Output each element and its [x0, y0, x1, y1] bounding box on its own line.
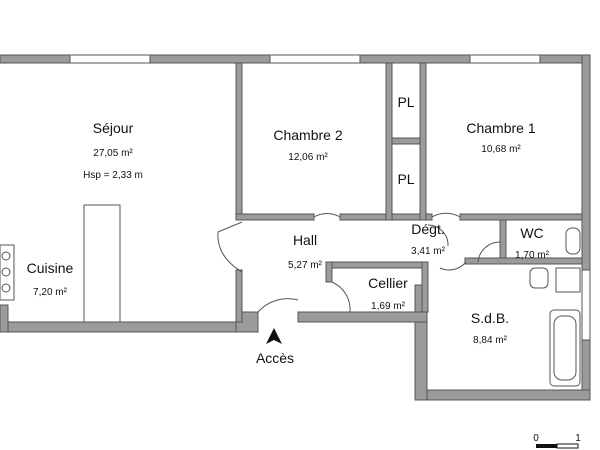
window-chambre1: [469, 54, 541, 64]
door-sejour: [217, 221, 243, 273]
window-sejour: [69, 54, 151, 64]
bathtub-icon: [549, 309, 581, 387]
room-area-cellier: 1,69 m²: [371, 301, 406, 312]
wall-bottom-right: [414, 389, 591, 401]
window-chambre2: [269, 54, 361, 64]
room-name-chambre1: Chambre 1: [466, 120, 535, 136]
room-name-hall: Hall: [293, 232, 317, 248]
room-name-sejour: Séjour: [93, 120, 134, 136]
scale-end-label: 1: [575, 433, 581, 444]
sink-icon: [555, 267, 581, 293]
room-name-degt: Dégt.: [411, 221, 444, 237]
windows: [69, 54, 591, 341]
room-area-hall: 5,27 m²: [288, 260, 323, 271]
wall-chambre2-bottom-left: [235, 213, 315, 221]
room-name-sdb: S.d.B.: [471, 310, 509, 326]
door-entrance: [257, 298, 299, 313]
wall-left-stub: [0, 304, 9, 333]
room-area-chambre2: 12,06 m²: [288, 152, 328, 163]
room-name-pl-bottom: PL: [397, 171, 414, 187]
wall-pl-divider: [391, 137, 421, 145]
wall-cellier-top: [327, 261, 429, 269]
scale-segment-dark: [536, 444, 557, 448]
entrance-label: Accès: [256, 350, 294, 366]
room-area-wc: 1,70 m²: [515, 250, 550, 261]
kitchen-counter: [83, 204, 121, 323]
wall-wc-bottom: [464, 257, 583, 265]
wall-hall-left: [235, 269, 243, 323]
door-chambre2: [313, 213, 341, 218]
wall-right: [581, 54, 591, 401]
room-area-sdb: 8,84 m²: [473, 335, 508, 346]
wall-sejour-chambre2: [235, 62, 243, 221]
door-sdb: [439, 261, 467, 271]
room-name-cuisine: Cuisine: [27, 260, 74, 276]
door-chambre1: [431, 212, 461, 218]
doors: [217, 212, 501, 313]
wall-chambre2-pl: [385, 62, 393, 221]
scale-segment-light: [556, 443, 579, 449]
room-area-chambre1: 10,68 m²: [481, 144, 521, 155]
door-wc: [477, 241, 501, 263]
kitchen-hob: [0, 244, 15, 301]
burner-icon: [1, 267, 11, 277]
wall-wc-left: [499, 219, 507, 263]
room-name-cellier: Cellier: [368, 275, 408, 291]
room-area-sejour: 27,05 m²: [93, 148, 133, 159]
door-degt: [427, 224, 449, 247]
wall-cellier-right: [421, 261, 429, 313]
entrance-arrow-icon: [266, 328, 282, 344]
door-cellier: [331, 281, 351, 313]
toilet-icon: [565, 227, 581, 255]
fixtures: [0, 227, 581, 387]
wall-bottom-left: [0, 321, 259, 333]
burner-icon: [1, 251, 11, 261]
scale-start-label: 0: [533, 433, 539, 444]
washbasin-icon: [529, 267, 549, 289]
wall-cellier-left: [325, 261, 333, 283]
room-name-pl-top: PL: [397, 94, 414, 110]
burner-icon: [1, 283, 11, 293]
wall-chambre1-bottom: [459, 213, 583, 221]
walls: [0, 54, 591, 401]
room-height-sejour: Hsp = 2,33 m: [83, 170, 143, 181]
wall-pl-right: [419, 62, 427, 221]
room-name-chambre2: Chambre 2: [273, 127, 342, 143]
labels: Séjour 27,05 m² Hsp = 2,33 m Chambre 2 1…: [27, 94, 550, 366]
bathtub-inner: [553, 315, 577, 381]
wall-bottom-middle: [297, 311, 428, 323]
window-sdb: [581, 269, 591, 341]
scale-bar: 0 1: [533, 433, 581, 449]
room-area-cuisine: 7,20 m²: [33, 287, 68, 298]
room-name-wc: WC: [520, 225, 543, 241]
room-area-degt: 3,41 m²: [411, 246, 446, 257]
